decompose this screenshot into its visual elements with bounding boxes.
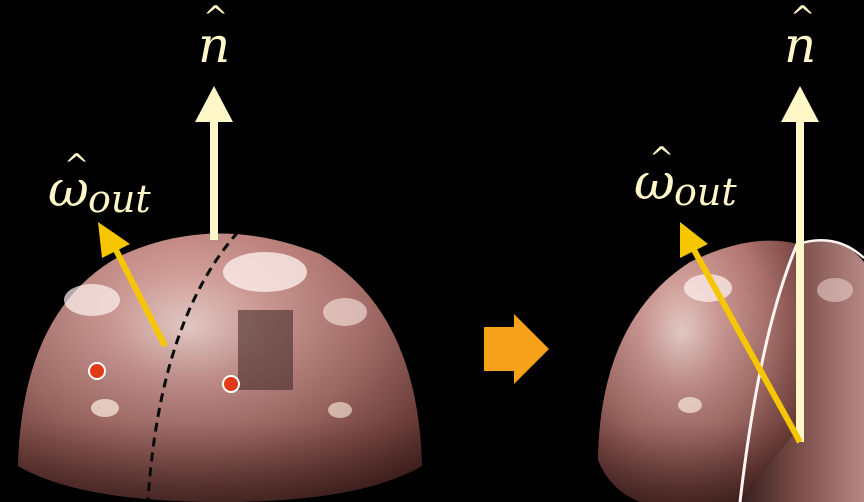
normal-symbol: n	[784, 16, 816, 74]
reflection-highlight	[328, 402, 352, 418]
reflection-highlight	[678, 397, 702, 413]
normal-symbol: n	[198, 16, 230, 74]
right-half-hemisphere	[598, 240, 864, 502]
left-wout-label: ^ ω out	[48, 148, 151, 221]
reflection-highlight	[323, 298, 367, 326]
omega-symbol: ω	[634, 153, 675, 211]
reflection-highlight	[91, 399, 119, 417]
right-normal-label: ^ n	[784, 0, 816, 74]
reflection-dark-patch	[238, 310, 293, 390]
omega-symbol: ω	[48, 160, 89, 218]
out-subscript: out	[674, 170, 737, 214]
out-subscript: out	[88, 177, 151, 221]
left-normal-label: ^ n	[198, 0, 230, 74]
transition-arrow	[484, 314, 549, 384]
reflection-highlight	[64, 284, 120, 316]
reflection-highlight	[223, 252, 307, 292]
left-hemisphere	[18, 232, 422, 502]
left-normal-arrow	[195, 86, 233, 240]
right-wout-label: ^ ω out	[634, 141, 737, 214]
reflection-highlight	[817, 278, 853, 302]
sample-point	[223, 376, 239, 392]
sample-point	[89, 363, 105, 379]
